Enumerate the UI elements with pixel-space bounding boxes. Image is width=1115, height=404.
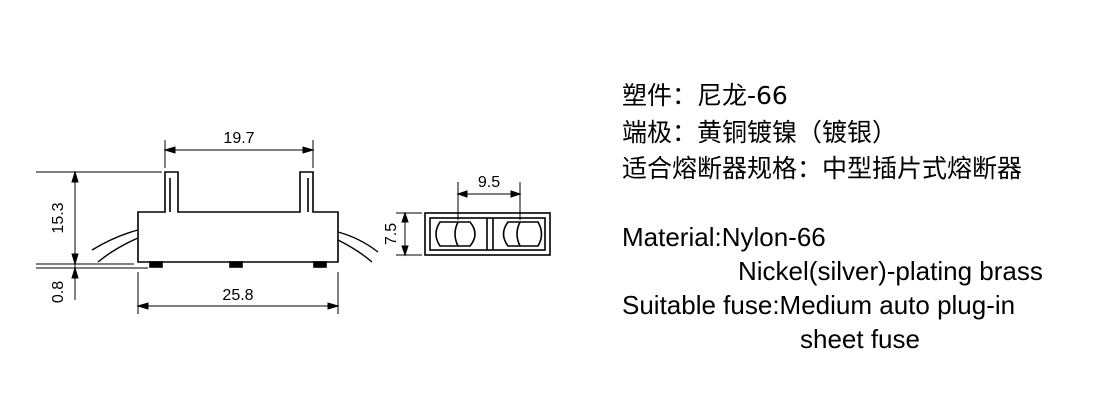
end-view-contact-left <box>435 221 476 247</box>
dim-bottom-width <box>136 272 340 314</box>
side-view-body <box>137 171 339 263</box>
spec-fuse-en-continued: sheet fuse <box>800 324 920 354</box>
dim-top-width <box>163 140 315 168</box>
wire-right-lower <box>337 239 373 263</box>
dim-top-width-label: 19.7 <box>223 130 254 147</box>
spec-fuse-zh: 适合熔断器规格：中型插片式熔断器 <box>622 154 1023 183</box>
dim-base-offset-label: 0.8 <box>50 281 67 303</box>
dim-bottom-width-label: 25.8 <box>222 287 253 304</box>
dim-end-height-label: 7.5 <box>383 223 400 245</box>
fuse-holder-drawing: 19.7 15.3 0.8 25.8 <box>36 130 551 314</box>
wire-right-upper <box>337 231 379 253</box>
wire-left-lower <box>97 237 139 263</box>
spec-material-en: Material:Nylon-66 <box>622 222 826 252</box>
spec-terminal-zh: 端极：黄铜镀镍（镀银） <box>622 118 898 147</box>
wire-left-upper <box>91 229 139 251</box>
dim-end-width-label: 9.5 <box>478 174 500 191</box>
side-view <box>91 171 379 268</box>
spec-fuse-en: Suitable fuse:Medium auto plug-in <box>622 290 1016 320</box>
dim-end-height <box>396 211 422 257</box>
end-view <box>424 212 551 256</box>
dim-base-offset <box>36 254 148 300</box>
end-view-contact-right <box>502 221 543 247</box>
side-view-pad-right <box>313 261 327 268</box>
dim-end-width <box>456 182 522 220</box>
spec-material-zh: 塑件：尼龙-66 <box>622 81 788 110</box>
side-view-pad-center <box>229 261 243 268</box>
side-view-pad-left <box>149 261 163 268</box>
end-view-outer <box>424 212 551 256</box>
dim-height-label: 15.3 <box>50 202 67 233</box>
spec-terminal-en: Nickel(silver)-plating brass <box>738 256 1043 286</box>
